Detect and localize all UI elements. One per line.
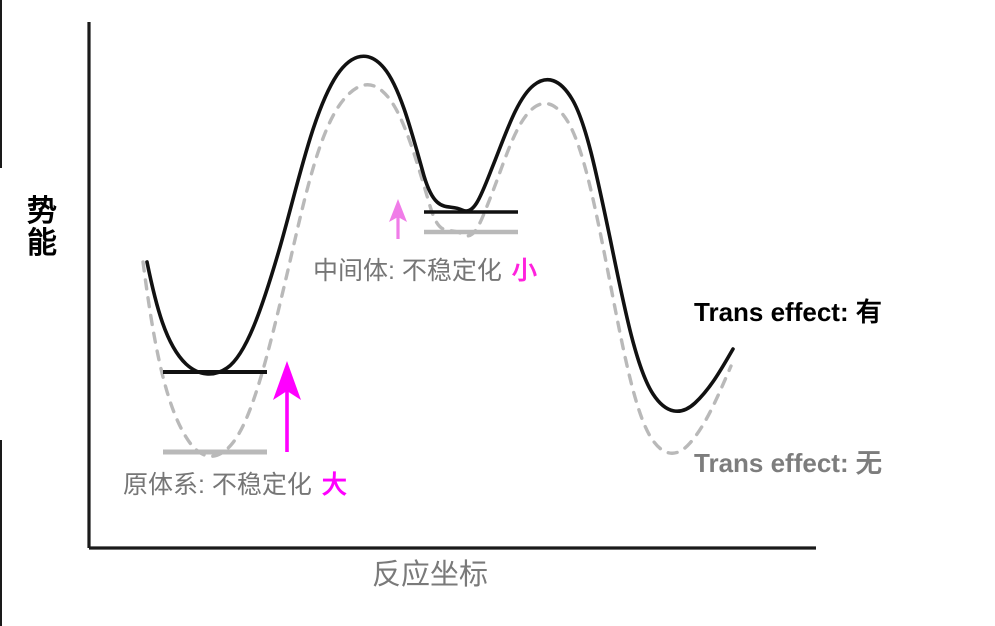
- trans-effect-without-label: Trans effect: 无: [694, 448, 882, 478]
- reactant-annotation-text: 原体系: 不稳定化: [123, 471, 312, 499]
- intermediate-annotation: 中间体: 不稳定化小: [313, 257, 537, 285]
- x-axis-title: 反应坐标: [372, 559, 489, 591]
- intermediate-annotation-accent: 小: [511, 257, 537, 285]
- slide-edge-mark-bottom: [0, 440, 2, 626]
- reactant-annotation: 原体系: 不稳定化大: [123, 471, 347, 499]
- axis-group: [87, 22, 816, 550]
- reactant-destabilization-arrow: [273, 361, 301, 452]
- reactant-annotation-accent: 大: [321, 471, 347, 499]
- y-axis-title-char-2: 能: [27, 227, 57, 261]
- y-axis-title-char-1: 势: [27, 195, 57, 228]
- trans-effect-with-label: Trans effect: 有: [694, 297, 882, 327]
- y-axis-title: 势 能: [18, 195, 66, 261]
- slide-edge-mark-top: [0, 0, 2, 168]
- intermediate-annotation-text: 中间体: 不稳定化: [313, 257, 502, 285]
- curve-with-trans-effect: [145, 54, 735, 413]
- intermediate-destabilization-arrow: [389, 199, 407, 239]
